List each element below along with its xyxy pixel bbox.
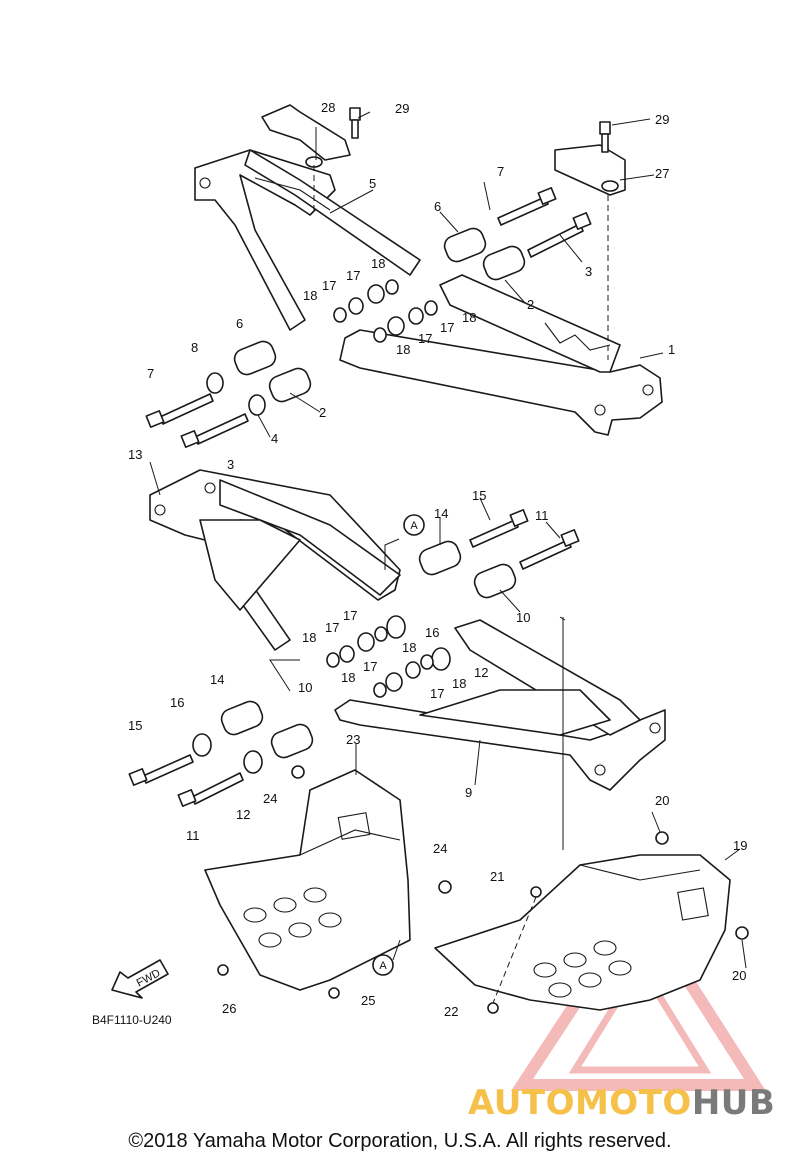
callout-6-b: 6	[236, 316, 243, 331]
callout-26: 26	[222, 1001, 236, 1016]
callout-10-b: 10	[298, 680, 312, 695]
top-brackets	[261, 104, 626, 360]
callout-18-g: 18	[452, 676, 466, 691]
callout-14-a: 14	[434, 506, 448, 521]
callout-labels: 1 2 3 7 6 5 28 29 29 27 18 17 17 18 18 1…	[128, 100, 747, 1019]
callout-18-d: 18	[396, 342, 410, 357]
washers-and-nuts	[192, 279, 451, 774]
callout-7-b: 7	[147, 366, 154, 381]
lower-arm-9-assembly	[334, 619, 666, 791]
callout-24-a: 24	[263, 791, 277, 806]
callout-17-f: 17	[325, 620, 339, 635]
callout-16-a: 16	[425, 625, 439, 640]
skid-plate-23	[204, 769, 411, 991]
callout-18-f: 18	[302, 630, 316, 645]
callout-17-d: 17	[418, 331, 432, 346]
callout-17-a: 17	[346, 268, 360, 283]
bolts	[128, 187, 592, 807]
callout-14-b: 14	[210, 672, 224, 687]
callout-5: 5	[369, 176, 376, 191]
callout-7: 7	[497, 164, 504, 179]
skid-plate-fasteners	[217, 765, 749, 1014]
callout-19: 19	[733, 838, 747, 853]
callout-17-c: 17	[440, 320, 454, 335]
callout-28: 28	[321, 100, 335, 115]
callout-16-b: 16	[170, 695, 184, 710]
callout-2-b: 2	[319, 405, 326, 420]
callout-18-e: 18	[402, 640, 416, 655]
callout-11-a: 11	[535, 508, 549, 523]
callout-17-b: 17	[322, 278, 336, 293]
callout-20-a: 20	[655, 793, 669, 808]
callout-10-a: 10	[516, 610, 530, 625]
callout-24-b: 24	[433, 841, 447, 856]
callout-3-b: 3	[227, 457, 234, 472]
watermark-text-part1: AUTOMOTO	[468, 1083, 692, 1123]
callout-11-b: 11	[186, 828, 200, 843]
callout-12-a: 12	[474, 665, 488, 680]
callout-18-c: 18	[462, 310, 476, 325]
svg-text:A: A	[410, 520, 418, 532]
svg-text:A: A	[379, 960, 387, 972]
callout-2: 2	[527, 297, 534, 312]
copyright-notice: ©2018 Yamaha Motor Corporation, U.S.A. A…	[128, 1130, 672, 1152]
callout-17-h: 17	[363, 659, 377, 674]
callout-18-b: 18	[303, 288, 317, 303]
callout-29-b: 29	[655, 112, 669, 127]
diagram-code: B4F1110-U240	[92, 1013, 172, 1027]
upper-arm-assembly	[339, 274, 663, 436]
upper-arm-5-assembly	[194, 149, 421, 331]
callout-17-e: 17	[343, 608, 357, 623]
callout-9: 9	[465, 785, 472, 800]
watermark-logo-text: AUTOMOTOHUB	[468, 1083, 775, 1123]
ref-marker-a-upper: A	[403, 514, 425, 536]
callout-18-h: 18	[341, 670, 355, 685]
callout-12-b: 12	[236, 807, 250, 822]
callout-18-a: 18	[371, 256, 385, 271]
callout-27: 27	[655, 166, 669, 181]
svg-text:FWD: FWD	[135, 967, 163, 989]
ref-marker-a-lower: A	[372, 954, 394, 976]
fwd-arrow: FWD	[111, 959, 169, 999]
callout-17-g: 17	[430, 686, 444, 701]
callout-20-b: 20	[732, 968, 746, 983]
callout-22: 22	[444, 1004, 458, 1019]
bushings	[220, 227, 526, 759]
leader-lines	[149, 111, 747, 969]
callout-21: 21	[490, 869, 504, 884]
callout-3: 3	[585, 264, 592, 279]
callout-1: 1	[668, 342, 675, 357]
watermark-text-part2: HUB	[691, 1083, 776, 1123]
callout-6: 6	[434, 199, 441, 214]
callout-15-b: 15	[128, 718, 142, 733]
callout-23: 23	[346, 732, 360, 747]
callout-4: 4	[271, 431, 278, 446]
callout-29-a: 29	[395, 101, 409, 116]
callout-15-a: 15	[472, 488, 486, 503]
skid-plate-19	[434, 854, 731, 1011]
lower-arm-13-assembly	[149, 469, 401, 651]
callout-8: 8	[191, 340, 198, 355]
callout-25: 25	[361, 993, 375, 1008]
callout-13: 13	[128, 447, 142, 462]
